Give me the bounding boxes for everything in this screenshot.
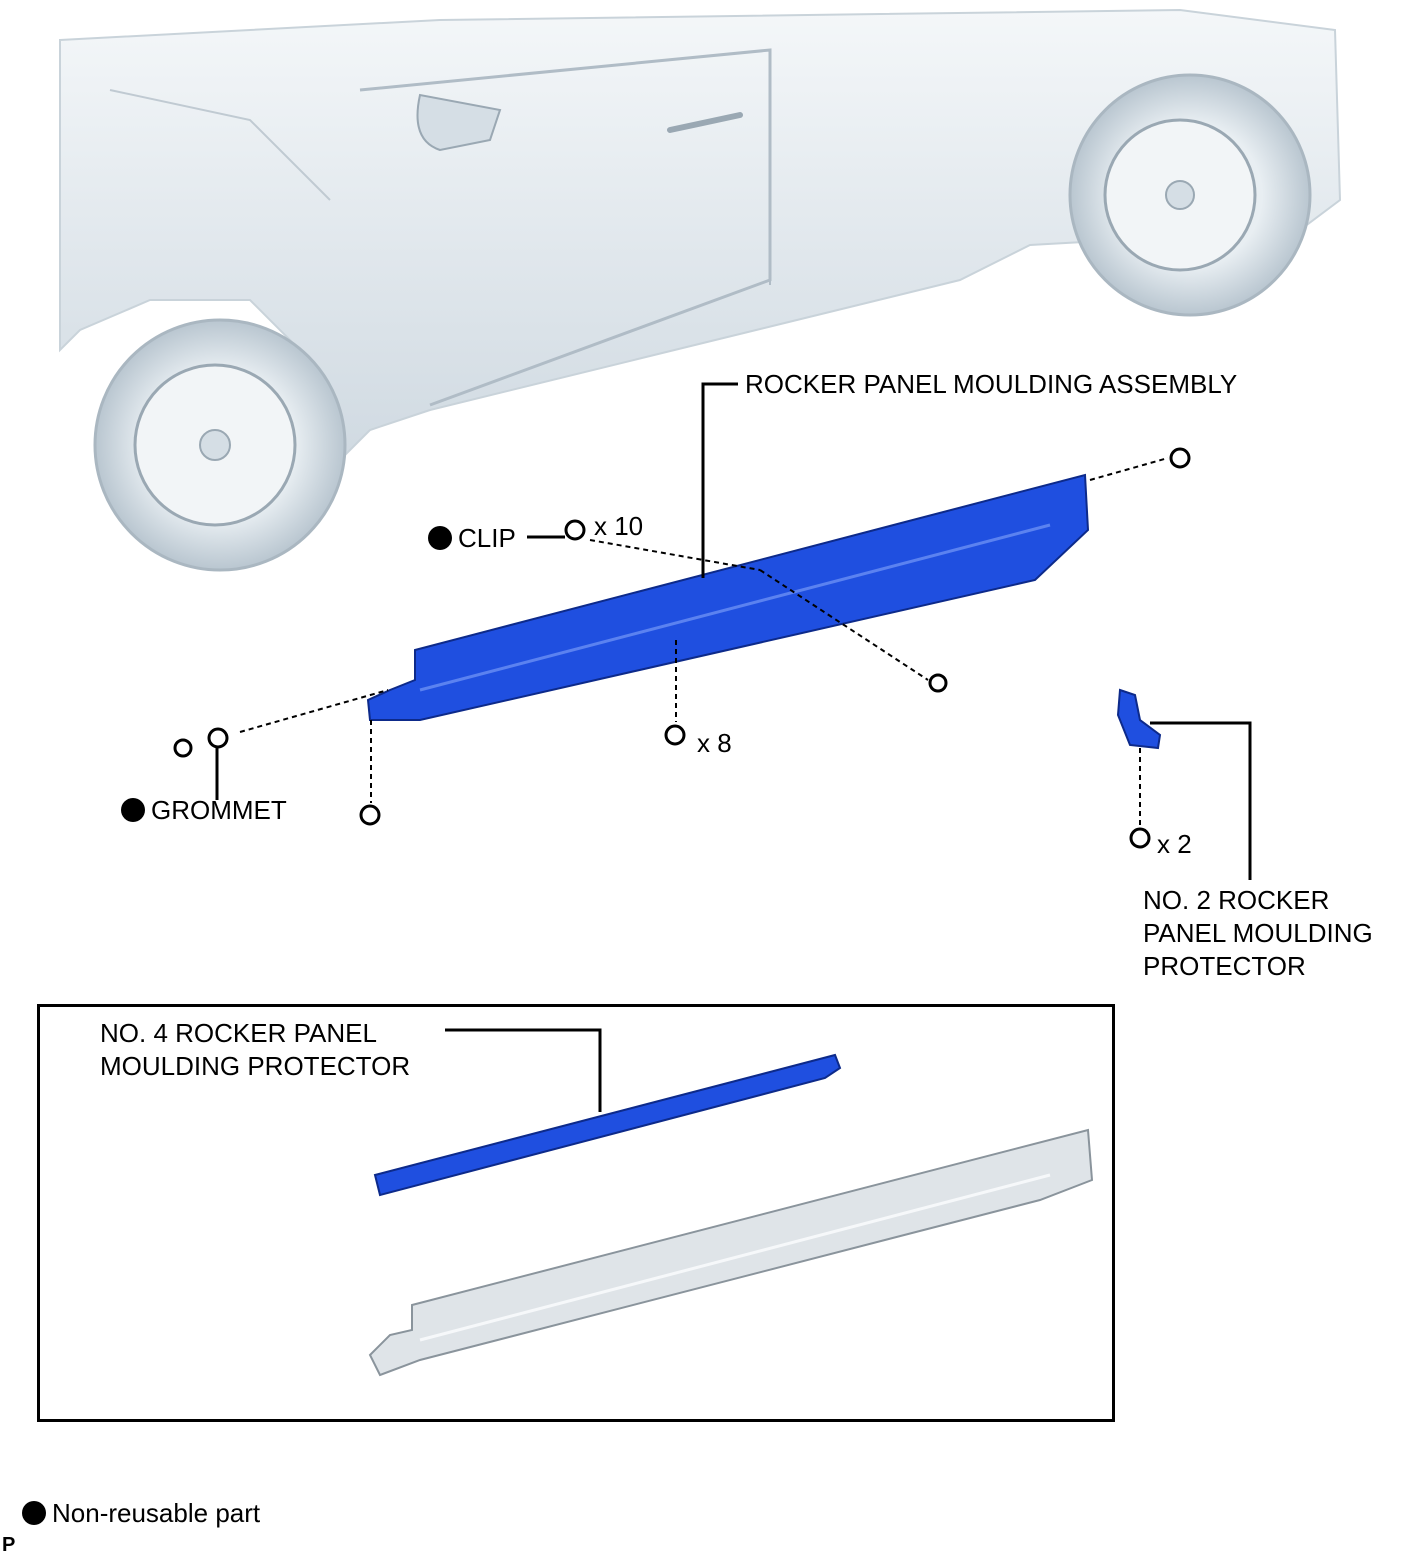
rear-wheel [1068,73,1312,317]
clip-icon [564,519,586,541]
grommet-icon [207,727,229,749]
front-wheel [93,318,347,572]
middle-screw-icon [928,673,948,693]
lower-screw-icon [359,804,381,826]
label-clip-quantity: x 10 [594,511,644,541]
grommet-text: GROMMET [151,795,287,825]
label-screw-quantity: x 8 [697,728,732,758]
fastener-icons [173,447,1191,849]
rocker-panel-moulding-assembly-part [366,473,1090,721]
clip-text: CLIP [458,523,516,553]
non-reusable-dot-icon [428,526,452,550]
diagram-code: P [2,1534,16,1556]
dashed-assembly-lines [239,457,1169,826]
detail-box [37,1004,1115,1422]
protector-screw-icon [1129,827,1151,849]
label-rocker-panel-moulding-assembly: ROCKER PANEL MOULDING ASSEMBLY [745,369,1238,399]
label-no4-rocker-panel-moulding-protector: NO. 4 ROCKER PANEL MOULDING PROTECTOR [100,1018,411,1081]
label-no2-rocker-panel-moulding-protector: NO. 2 ROCKER PANEL MOULDING PROTECTOR [1143,885,1373,981]
non-reusable-dot-icon [121,798,145,822]
no4-protector-part [373,1053,842,1197]
leader-lines [215,382,1252,1112]
screw-x8-icon [664,724,686,746]
label-protector-quantity: x 2 [1157,829,1192,859]
label-clip: CLIP [428,522,516,555]
non-reusable-dot-icon [22,1501,46,1525]
bolt-icon [173,738,193,758]
rear-screw-icon [1169,447,1191,469]
legend-non-reusable: Non-reusable part [22,1498,260,1529]
rocker-panel-grey-part [368,1128,1094,1377]
legend-text: Non-reusable part [52,1498,261,1528]
car-body-illustration [59,8,1342,472]
no2-protector-part [1116,688,1162,750]
label-grommet: GROMMET [121,794,287,827]
